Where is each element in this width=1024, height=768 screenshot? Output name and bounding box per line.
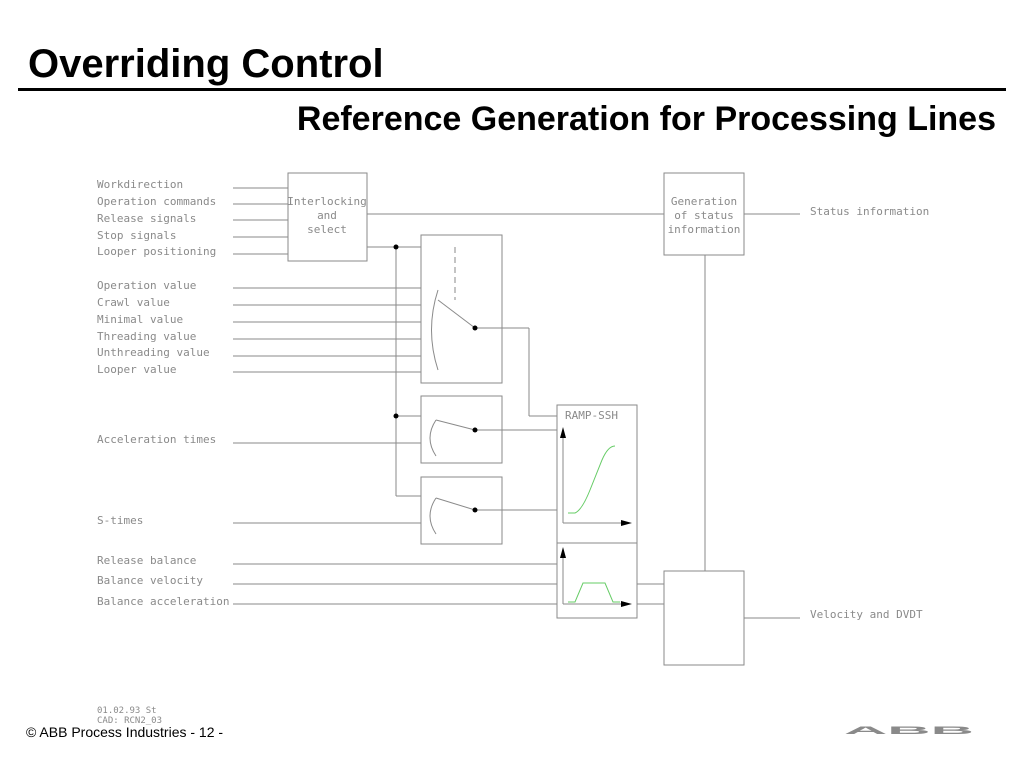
label-threading-value: Threading value bbox=[97, 330, 196, 343]
title-underline bbox=[18, 88, 1006, 91]
page-title: Overriding Control bbox=[28, 42, 384, 86]
label-operation-value: Operation value bbox=[97, 279, 196, 292]
svg-text:ABB: ABB bbox=[844, 725, 974, 737]
output-velocity-dvdt: Velocity and DVDT bbox=[810, 608, 923, 621]
cad-stamp-date: 01.02.93 St bbox=[97, 706, 157, 716]
output-status-information: Status information bbox=[810, 205, 929, 218]
label-release-balance: Release balance bbox=[97, 554, 196, 567]
interlock-label-3: select bbox=[307, 223, 347, 236]
label-balance-velocity: Balance velocity bbox=[97, 574, 203, 587]
label-balance-acceleration: Balance acceleration bbox=[97, 595, 229, 608]
label-s-times: S-times bbox=[97, 514, 143, 527]
label-operation-commands: Operation commands bbox=[97, 195, 216, 208]
label-looper-positioning: Looper positioning bbox=[97, 245, 216, 258]
interlock-label-2: and bbox=[317, 209, 337, 222]
label-stop-signals: Stop signals bbox=[97, 229, 176, 242]
cad-stamp-file: CAD: RCN2_03 bbox=[97, 716, 162, 726]
status-gen-label-1: Generation bbox=[671, 195, 737, 208]
label-crawl-value: Crawl value bbox=[97, 296, 170, 309]
label-unthreading-value: Unthreading value bbox=[97, 346, 210, 359]
label-looper-value: Looper value bbox=[97, 363, 176, 376]
label-acceleration-times: Acceleration times bbox=[97, 433, 216, 446]
interlock-label-1: Interlocking bbox=[287, 195, 366, 208]
status-gen-label-2: of status bbox=[674, 209, 734, 222]
page-subtitle: Reference Generation for Processing Line… bbox=[296, 100, 996, 138]
status-gen-label-3: information bbox=[668, 223, 741, 236]
label-minimal-value: Minimal value bbox=[97, 313, 183, 326]
label-workdirection: Workdirection bbox=[97, 178, 183, 191]
label-release-signals: Release signals bbox=[97, 212, 196, 225]
ramp-ssh-label: RAMP-SSH bbox=[565, 409, 618, 422]
abb-logo: ABB bbox=[844, 700, 976, 737]
footer-copyright: © ABB Process Industries - 12 - bbox=[26, 724, 224, 740]
